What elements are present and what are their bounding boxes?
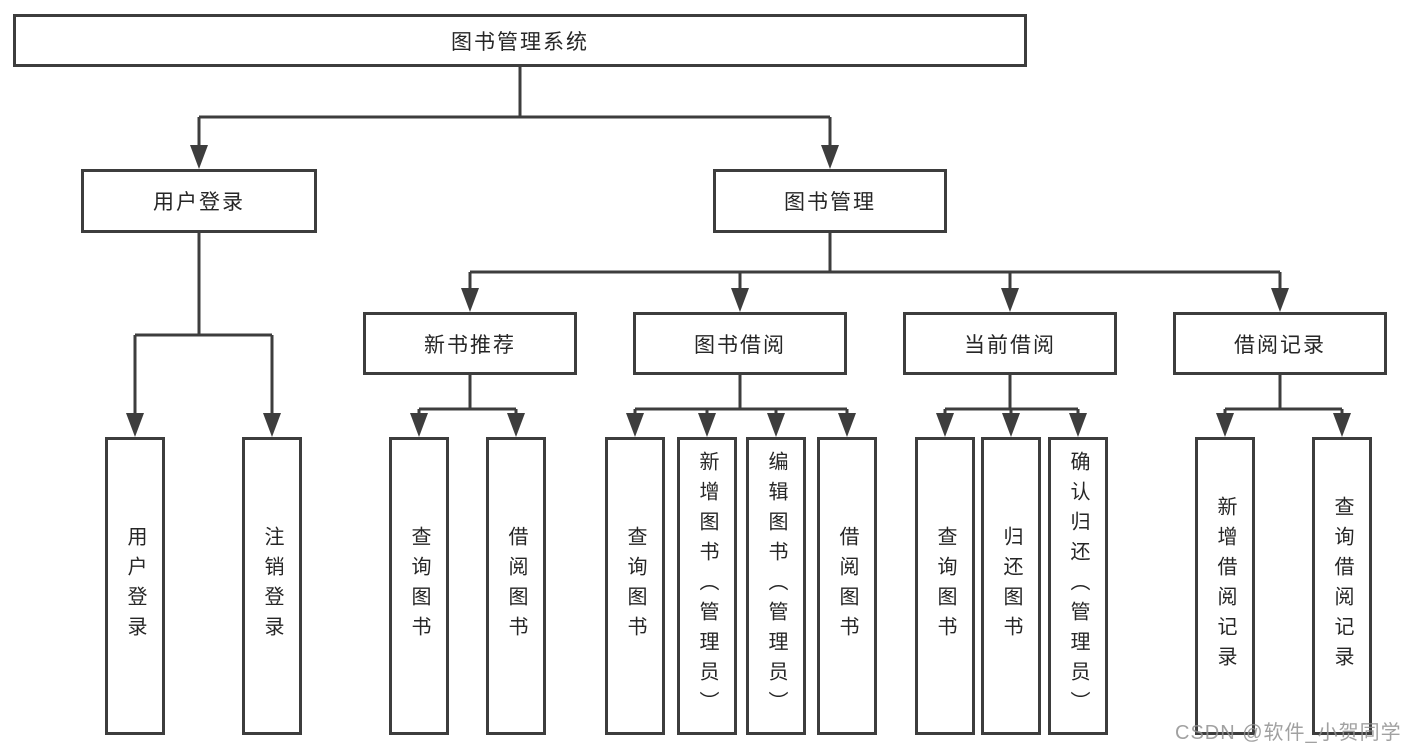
node-current-borrowing: 当前借阅	[903, 312, 1117, 375]
leaf-return-books: 归还图书	[981, 437, 1041, 735]
arrowheads	[126, 145, 1351, 437]
leaf-edit-books-admin: 编辑图书（管理员）	[746, 437, 806, 735]
leaf-user-login-label: 用户登录	[124, 526, 146, 646]
leaf-query-borrow-record: 查询借阅记录	[1312, 437, 1372, 735]
node-user-login: 用户登录	[81, 169, 317, 233]
node-current-borrowing-label: 当前借阅	[964, 333, 1056, 357]
node-library-system-label: 图书管理系统	[451, 30, 589, 54]
node-new-book-recommend-label: 新书推荐	[424, 333, 516, 357]
leaf-query-books-recommend-label: 查询图书	[408, 526, 430, 646]
leaf-query-books-borrowing: 查询图书	[605, 437, 665, 735]
node-book-borrowing-label: 图书借阅	[694, 333, 786, 357]
leaf-confirm-return-admin: 确认归还（管理员）	[1048, 437, 1108, 735]
leaf-borrow-books-recommend-label: 借阅图书	[505, 526, 527, 646]
connector-group-splitters	[417, 407, 1344, 414]
leaf-return-books-label: 归还图书	[1000, 526, 1022, 646]
node-borrowing-records-label: 借阅记录	[1234, 333, 1326, 357]
node-borrowing-records: 借阅记录	[1173, 312, 1387, 375]
connector-bookmgmt-stem	[468, 233, 1282, 289]
connector-userlogin-stem	[133, 233, 274, 414]
leaf-add-books-admin: 新增图书（管理员）	[677, 437, 737, 735]
leaf-logout: 注销登录	[242, 437, 302, 735]
leaf-query-books-borrowing-label: 查询图书	[624, 526, 646, 646]
node-user-login-label: 用户登录	[153, 191, 245, 214]
leaf-logout-label: 注销登录	[261, 526, 283, 646]
leaf-borrow-books: 借阅图书	[817, 437, 877, 735]
leaf-user-login: 用户登录	[105, 437, 165, 735]
leaf-query-borrow-record-label: 查询借阅记录	[1331, 496, 1353, 676]
leaf-add-borrow-record: 新增借阅记录	[1195, 437, 1255, 735]
node-book-borrowing: 图书借阅	[633, 312, 847, 375]
leaf-query-books-current: 查询图书	[915, 437, 975, 735]
leaf-edit-books-admin-label: 编辑图书（管理员）	[765, 451, 787, 721]
node-book-management-label: 图书管理	[784, 191, 876, 214]
leaf-add-borrow-record-label: 新增借阅记录	[1214, 496, 1236, 676]
connector-level1-splitter	[197, 115, 832, 146]
connector-group-stems	[468, 375, 1282, 409]
leaf-borrow-books-label: 借阅图书	[836, 526, 858, 646]
node-library-system: 图书管理系统	[13, 14, 1027, 67]
leaf-confirm-return-admin-label: 确认归还（管理员）	[1067, 451, 1089, 721]
leaf-add-books-admin-label: 新增图书（管理员）	[696, 451, 718, 721]
node-new-book-recommend: 新书推荐	[363, 312, 577, 375]
leaf-borrow-books-recommend: 借阅图书	[486, 437, 546, 735]
leaf-query-books-recommend: 查询图书	[389, 437, 449, 735]
node-book-management: 图书管理	[713, 169, 947, 233]
leaf-query-books-current-label: 查询图书	[934, 526, 956, 646]
csdn-watermark: CSDN @软件_小贺同学	[1175, 722, 1402, 744]
